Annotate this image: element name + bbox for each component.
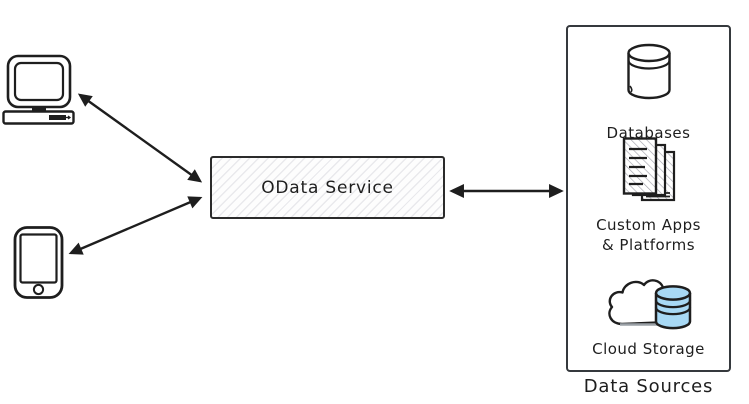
custom-apps-label: Custom Apps & Platforms [596, 216, 701, 255]
smartphone-icon [13, 225, 65, 301]
cloud-storage-icon [568, 271, 729, 335]
arrow-phone-odata [68, 196, 203, 255]
odata-service-box: OData Service [210, 156, 445, 219]
odata-service-label: OData Service [261, 177, 394, 198]
desktop-computer-icon [2, 53, 80, 125]
data-sources-panel: Databases Custom Apps & Platforms [566, 25, 731, 372]
arrow-computer-odata [77, 93, 203, 183]
database-icon [568, 43, 729, 101]
cloud-storage-label: Cloud Storage [592, 340, 705, 358]
stacked-documents-icon [568, 137, 729, 207]
data-sources-caption: Data Sources [583, 376, 714, 397]
